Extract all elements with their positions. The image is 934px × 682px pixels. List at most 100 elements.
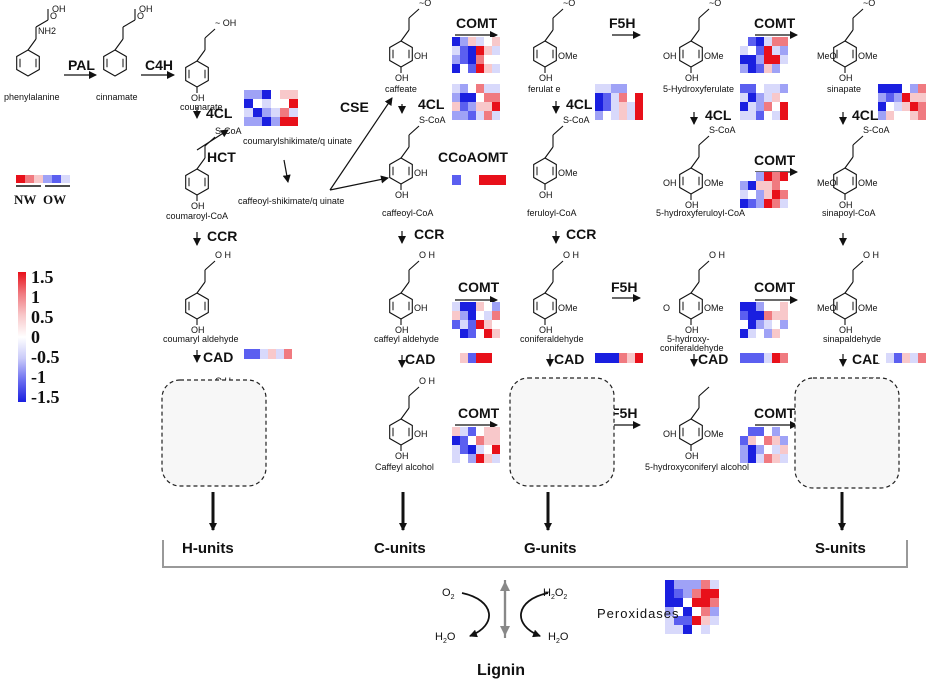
svg-text:O2: O2 bbox=[442, 587, 455, 601]
scale-tick-6: -1.5 bbox=[31, 387, 60, 407]
meta3-hydroxyconiferaldehyde: OMe bbox=[704, 303, 724, 313]
benzene-ring-ferulate bbox=[533, 40, 557, 68]
compound-hydroxyferulate: 5-Hydroxyferulate bbox=[663, 84, 734, 94]
legend-swatch bbox=[16, 175, 25, 183]
heat-cell bbox=[894, 93, 902, 102]
heat-cell bbox=[710, 580, 719, 589]
heat-cell bbox=[460, 311, 468, 320]
heat-cell bbox=[780, 190, 788, 199]
c-units-label: C-units bbox=[374, 540, 426, 557]
heat-cell bbox=[740, 37, 748, 46]
heat-cell bbox=[756, 454, 764, 463]
heat-cell bbox=[484, 102, 492, 111]
heat-cell bbox=[289, 117, 298, 126]
heat-cell bbox=[476, 353, 484, 363]
heat-cell bbox=[756, 46, 764, 55]
heat-cell bbox=[772, 84, 780, 93]
svg-text:H2O2: H2O2 bbox=[543, 587, 567, 601]
heat-cell bbox=[276, 349, 284, 359]
heat-cell bbox=[710, 616, 719, 625]
heat-cell bbox=[740, 55, 748, 64]
enzyme-comt-7: COMT bbox=[754, 15, 796, 31]
legend-swatch bbox=[25, 175, 34, 183]
heat-cell bbox=[461, 175, 470, 185]
heat-cell bbox=[289, 108, 298, 117]
heatmap-comt-caffeate bbox=[452, 37, 500, 73]
arrow-3 bbox=[196, 129, 229, 151]
svg-text:H2O: H2O bbox=[548, 631, 569, 645]
heat-cell bbox=[619, 93, 627, 102]
heat-cell bbox=[740, 199, 748, 208]
enzyme-4cl-10: 4CL bbox=[705, 107, 732, 123]
heat-cell bbox=[484, 46, 492, 55]
heat-cell bbox=[611, 102, 619, 111]
heat-cell bbox=[460, 102, 468, 111]
para-oh-coniferaldehyde: OH bbox=[539, 325, 553, 335]
heat-cell bbox=[484, 55, 492, 64]
heat-cell bbox=[476, 111, 484, 120]
heat-cell bbox=[701, 589, 710, 598]
top-group-caffeyl-aldehyde: O H bbox=[419, 250, 435, 260]
heat-cell bbox=[674, 580, 683, 589]
heat-cell bbox=[284, 349, 292, 359]
heat-cell bbox=[468, 46, 476, 55]
heat-cell bbox=[492, 102, 500, 111]
heat-cell bbox=[910, 353, 918, 363]
heat-cell bbox=[460, 353, 468, 363]
heat-cell bbox=[460, 46, 468, 55]
enzyme-4cl-9: 4CL bbox=[566, 96, 593, 112]
heat-cell bbox=[692, 589, 701, 598]
meta3-caffeyl-aldehyde: OH bbox=[414, 303, 428, 313]
top-group-ferulate: ~O bbox=[563, 0, 575, 8]
heat-cell bbox=[452, 55, 460, 64]
enzyme-ccr-14: CCR bbox=[207, 228, 237, 244]
heat-cell bbox=[468, 93, 476, 102]
heat-cell bbox=[780, 445, 788, 454]
heat-cell bbox=[603, 111, 611, 120]
heat-cell bbox=[452, 37, 460, 46]
compound-coniferaldehyde: coniferaldehyde bbox=[520, 334, 584, 344]
benzene-ring-hydroxyconiferaldehyde bbox=[679, 292, 703, 320]
heat-cell bbox=[780, 302, 788, 311]
heat-cell bbox=[619, 353, 627, 363]
heat-cell bbox=[460, 436, 468, 445]
heat-cell bbox=[468, 445, 476, 454]
heat-cell bbox=[780, 181, 788, 190]
heat-cell bbox=[740, 445, 748, 454]
heat-cell bbox=[476, 102, 484, 111]
para-oh-coumaryl-aldehyde: OH bbox=[191, 325, 205, 335]
heat-cell bbox=[710, 607, 719, 616]
para-oh-hydroxyconiferaldehyde: OH bbox=[685, 325, 699, 335]
heat-cell bbox=[886, 353, 894, 363]
scale-tick-3: 0 bbox=[31, 327, 40, 347]
heat-cell bbox=[748, 181, 756, 190]
meta3-sinapaldehyde: OMe bbox=[858, 303, 878, 313]
heat-cell bbox=[692, 580, 701, 589]
o2-sub: 2 bbox=[451, 594, 455, 601]
heat-cell bbox=[497, 175, 506, 185]
heat-cell bbox=[452, 102, 460, 111]
benzene-ring-coumarate bbox=[185, 60, 209, 88]
para-oh-sinapoyl: OH bbox=[839, 200, 853, 210]
compound-phenylalanine: phenylalanine bbox=[4, 92, 60, 102]
heat-cell bbox=[476, 37, 484, 46]
heat-cell bbox=[674, 616, 683, 625]
benzene-ring-caffeyl-alcohol bbox=[389, 418, 413, 446]
top-group-sinapoyl: S-CoA bbox=[863, 125, 890, 135]
heat-cell bbox=[492, 329, 500, 338]
o2-label: O bbox=[442, 587, 451, 599]
heat-cell bbox=[772, 111, 780, 120]
heat-cell bbox=[764, 190, 772, 199]
enzyme-comt-19: COMT bbox=[754, 279, 796, 295]
heat-cell bbox=[492, 353, 500, 363]
peroxidases-label: Peroxidases bbox=[597, 606, 680, 621]
scale-tick-1: 1 bbox=[31, 287, 40, 307]
heat-cell bbox=[910, 84, 918, 93]
heat-cell bbox=[683, 598, 692, 607]
h2o-left-o: O bbox=[447, 631, 456, 643]
heat-cell bbox=[492, 64, 500, 73]
heat-cell bbox=[764, 427, 772, 436]
heatmap-4cl-caffeate bbox=[452, 84, 500, 120]
top-group-hydroxyferulate: ~O bbox=[709, 0, 721, 8]
heat-cell bbox=[918, 111, 926, 120]
